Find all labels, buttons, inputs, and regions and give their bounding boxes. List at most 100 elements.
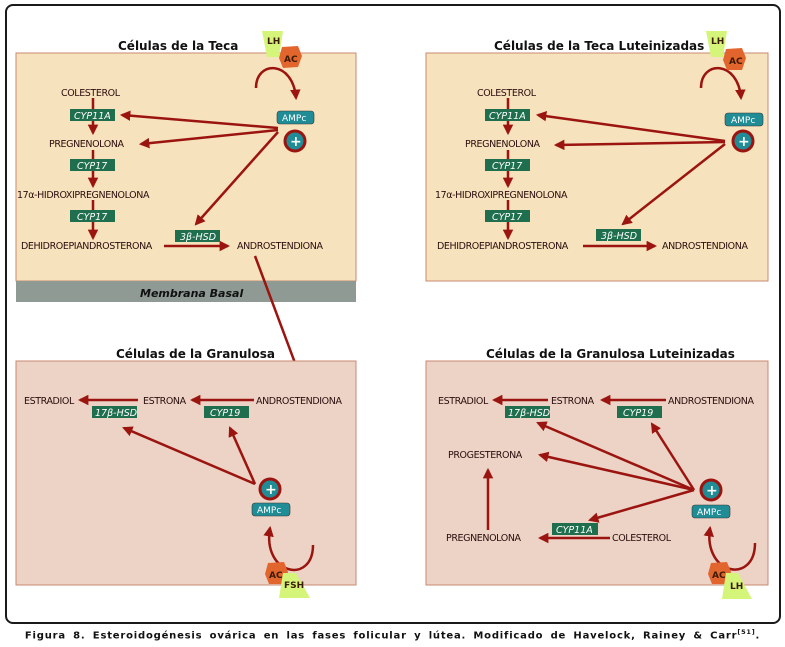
panel-title: Células de la Teca Luteinizadas <box>494 39 704 53</box>
receptor-loop-arrow <box>263 525 315 572</box>
ampc-label: AMPc <box>697 508 721 518</box>
hormone-lh: LH <box>730 582 743 592</box>
steroid-androstendiona: ANDROSTENDIONA <box>662 241 748 252</box>
panel-teca: Células de la Teca Membrana Basal COLEST… <box>15 31 357 302</box>
steroid-pregnenolona: PREGNENOLONA <box>446 533 522 544</box>
steroid-dhea: DEHIDROEPIANDROSTERONA <box>21 241 153 252</box>
hormone-lh: LH <box>267 37 280 47</box>
enzyme-box <box>175 230 220 242</box>
hormone-fsh: FSH <box>284 581 304 591</box>
panel-granulosa: Células de la Granulosa ESTRADIOL ESTRON… <box>15 347 357 598</box>
plus-sign: + <box>738 134 750 150</box>
enzyme-box <box>617 406 662 418</box>
plus-icon <box>283 129 307 153</box>
panel-teca-luteinizada: Células de la Teca Luteinizadas COLESTER… <box>425 31 769 282</box>
adenylate-cyclase-icon <box>723 48 746 70</box>
stim-arrow <box>553 139 726 151</box>
stim-arrow <box>650 422 696 491</box>
steroid-colesterol: COLESTEROL <box>61 88 121 99</box>
ampc-box <box>691 504 731 519</box>
fsh-receptor-icon <box>279 573 310 598</box>
cyclase-ac: AC <box>269 571 283 581</box>
plus-sign: + <box>265 482 277 498</box>
steroid-androstendiona: ANDROSTENDIONA <box>668 396 754 407</box>
enzyme-17b-hsd: 17β-HSD <box>95 408 137 419</box>
steroid-colesterol: COLESTEROL <box>477 88 537 99</box>
enzyme-box <box>92 406 137 418</box>
caption-end: . <box>755 630 761 642</box>
enzyme-box <box>204 406 249 418</box>
enzyme-cyp17: CYP17 <box>77 161 107 172</box>
enzyme-box <box>485 159 530 171</box>
enzyme-box <box>485 109 530 121</box>
enzyme-cyp17: CYP17 <box>492 161 522 172</box>
enzyme-cyp17: CYP17 <box>492 212 522 223</box>
cyclase-ac: AC <box>284 55 298 65</box>
enzyme-3b-hsd: 3β-HSD <box>601 231 637 242</box>
panel-title: Células de la Teca <box>118 39 238 53</box>
ampc-label: AMPc <box>731 116 755 126</box>
steroid-17oh-pregnenolona: 17α-HIDROXIPREGNENOLONA <box>435 190 568 201</box>
enzyme-cyp17: CYP17 <box>77 212 107 223</box>
steroid-pregnenolona: PREGNENOLONA <box>465 139 541 150</box>
steroid-estradiol: ESTRADIOL <box>438 396 489 407</box>
adenylate-cyclase-icon <box>279 46 302 68</box>
ampc-box <box>724 112 764 127</box>
steroid-progesterona: PROGESTERONA <box>448 450 523 461</box>
enzyme-3b-hsd: 3β-HSD <box>180 232 216 243</box>
steroid-colesterol: COLESTEROL <box>612 533 672 544</box>
receptor-loop-arrow <box>703 525 757 571</box>
cyclase-ac: AC <box>729 57 743 67</box>
enzyme-box <box>485 210 530 222</box>
steroid-17oh-pregnenolona: 17α-HIDROXIPREGNENOLONA <box>17 190 150 201</box>
lh-receptor-icon <box>262 31 283 57</box>
enzyme-box <box>70 159 115 171</box>
lh-receptor-icon <box>722 573 752 599</box>
caption-text: Figura 8. Esteroidogénesis ovárica en la… <box>24 630 738 642</box>
stim-arrow <box>536 421 695 492</box>
steroid-androstendiona: ANDROSTENDIONA <box>237 241 323 252</box>
enzyme-box <box>505 406 550 418</box>
teca-lut-box <box>425 52 769 282</box>
ampc-label: AMPc <box>282 114 306 124</box>
steroid-dhea: DEHIDROEPIANDROSTERONA <box>437 241 569 252</box>
enzyme-box <box>70 109 115 121</box>
stim-arrow <box>228 426 257 485</box>
lh-receptor-icon <box>706 31 727 57</box>
receptor-loop-arrow <box>699 66 746 101</box>
enzyme-17b-hsd: 17β-HSD <box>508 408 550 419</box>
ampc-box <box>251 502 291 517</box>
enzyme-cyp11a: CYP11A <box>489 111 526 122</box>
enzyme-cyp19: CYP19 <box>623 408 653 419</box>
plus-sign: + <box>290 134 302 150</box>
plus-sign: + <box>706 483 718 499</box>
enzyme-cyp11a: CYP11A <box>556 525 593 536</box>
stim-arrow <box>119 110 279 130</box>
granulosa-box <box>15 360 357 586</box>
stim-arrow <box>537 451 695 492</box>
steroid-estrona: ESTRONA <box>551 396 595 407</box>
plus-icon <box>731 129 755 153</box>
stim-arrow <box>122 426 256 486</box>
panel-title: Células de la Granulosa <box>116 347 275 361</box>
stim-arrow <box>535 110 726 143</box>
cyclase-ac: AC <box>712 571 726 581</box>
stim-arrow <box>621 143 726 226</box>
receptor-loop-arrow <box>254 66 301 101</box>
enzyme-cyp19: CYP19 <box>210 408 240 419</box>
steroid-pregnenolona: PREGNENOLONA <box>49 139 125 150</box>
steroidogenesis-diagram: Células de la Teca Membrana Basal COLEST… <box>15 31 769 599</box>
ampc-box <box>276 110 315 125</box>
stim-arrow <box>194 131 279 226</box>
enzyme-cyp11a: CYP11A <box>74 111 111 122</box>
ampc-label: AMPc <box>257 506 281 516</box>
panel-title: Células de la Granulosa Luteinizadas <box>486 347 735 361</box>
enzyme-box <box>70 210 115 222</box>
plus-icon <box>258 477 282 501</box>
caption-reference: [51] <box>737 628 756 636</box>
hormone-lh: LH <box>711 37 724 47</box>
figure-caption: Figura 8. Esteroidogénesis ovárica en la… <box>0 628 785 641</box>
steroid-androstendiona: ANDROSTENDIONA <box>256 396 342 407</box>
granulosa-lut-box <box>425 360 769 586</box>
stim-arrow <box>587 488 695 523</box>
